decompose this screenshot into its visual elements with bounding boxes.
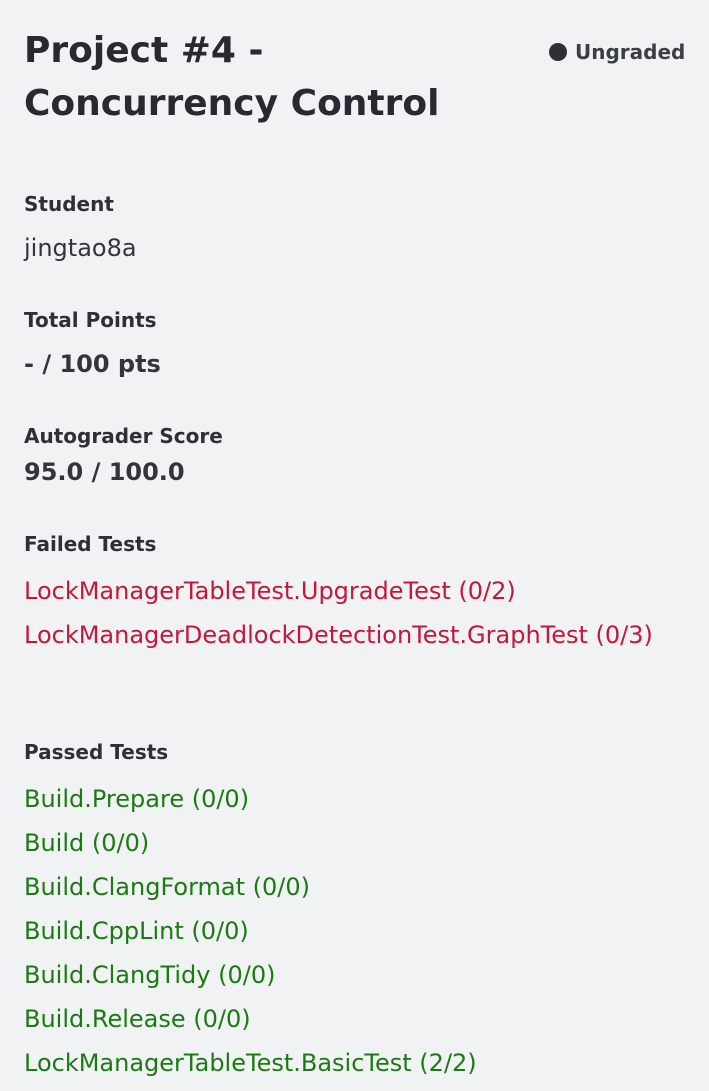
passed-test-item: Build.ClangFormat (0/0) — [24, 873, 311, 901]
student-name: jingtao8a — [24, 234, 137, 262]
page-title: Project #4 - Concurrency Control — [24, 30, 440, 124]
failed-test-item: LockManagerDeadlockDetectionTest.GraphTe… — [24, 621, 653, 649]
total-points-value: - / 100 pts — [24, 350, 161, 378]
passed-test-item: Build.Prepare (0/0) — [24, 785, 250, 813]
passed-test-item: LockManagerTableTest.BasicTest (2/2) — [24, 1049, 477, 1077]
passed-test-item: Build (0/0) — [24, 829, 150, 857]
autograder-score-value: 95.0 / 100.0 — [24, 458, 185, 486]
passed-test-item: Build.Release (0/0) — [24, 1005, 251, 1033]
failed-tests-list: LockManagerTableTest.UpgradeTest (0/2) L… — [24, 569, 664, 657]
status-label: Ungraded — [575, 40, 686, 64]
passed-tests-label: Passed Tests — [24, 740, 169, 764]
passed-tests-list: Build.Prepare (0/0) Build (0/0) Build.Cl… — [24, 777, 664, 1085]
failed-test-item: LockManagerTableTest.UpgradeTest (0/2) — [24, 577, 516, 605]
total-points-label: Total Points — [24, 308, 157, 332]
failed-tests-label: Failed Tests — [24, 532, 157, 556]
status-badge: Ungraded — [549, 38, 685, 66]
passed-test-item: Build.CppLint (0/0) — [24, 917, 249, 945]
student-label: Student — [24, 192, 114, 216]
status-dot-icon — [549, 43, 567, 61]
passed-test-item: Build.ClangTidy (0/0) — [24, 961, 276, 989]
autograder-score-label: Autograder Score — [24, 424, 223, 448]
